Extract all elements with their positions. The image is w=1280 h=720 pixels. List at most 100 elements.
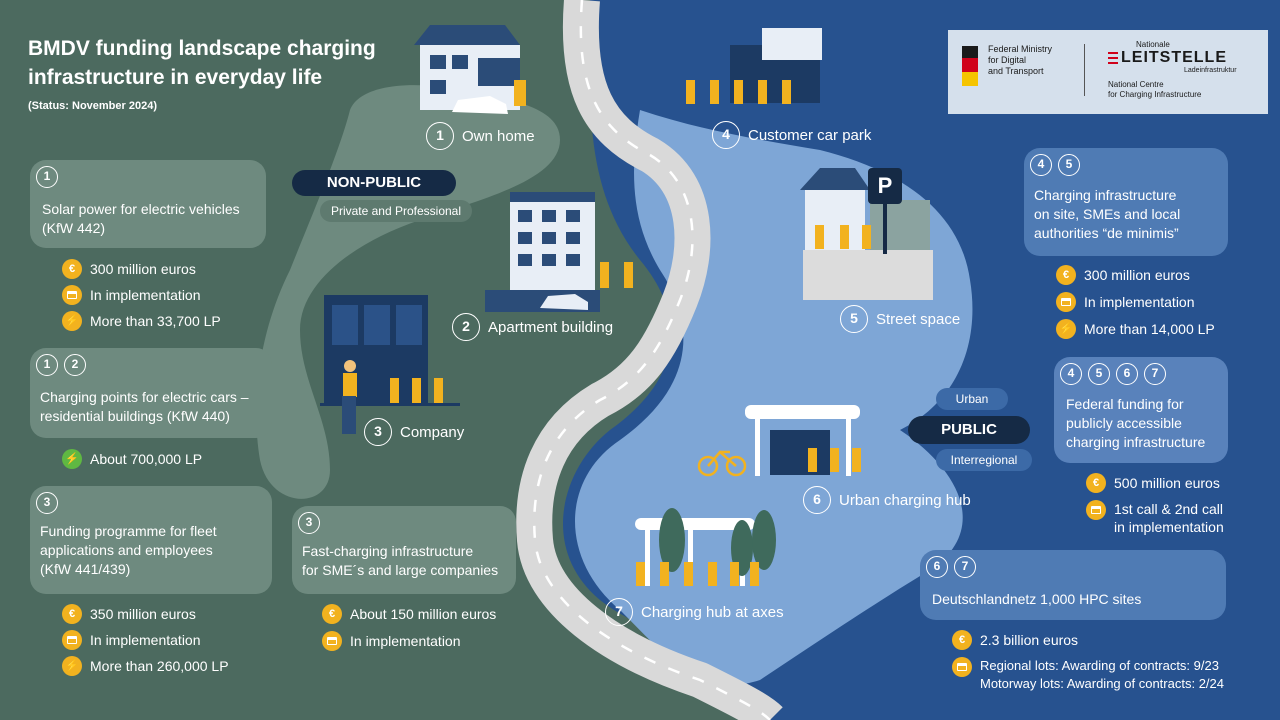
fact-text: About 150 million euros <box>350 606 497 622</box>
fact-funding: €500 million euros <box>1086 473 1220 493</box>
programme-card-on-site: 4 5 Charging infrastructure on site, SME… <box>1024 148 1228 256</box>
programme-line: Charging points for electric cars – <box>40 389 249 405</box>
logo-centre-line: for Charging Infrastructure <box>1108 90 1202 99</box>
programme-line: for SME´s and large companies <box>302 562 499 578</box>
fact-text: In implementation <box>350 633 461 649</box>
fact-charging-points: ⚡About 700,000 LP <box>62 449 202 469</box>
location-label: Customer car park <box>748 126 872 144</box>
ministry-line: Federal Ministry <box>988 44 1053 54</box>
euro-icon: € <box>62 259 82 279</box>
fact-funding: €300 million euros <box>62 259 196 279</box>
fact-text: 2.3 billion euros <box>980 632 1079 648</box>
fact-text: 350 million euros <box>90 606 196 622</box>
urban-hub-illustration <box>697 405 861 477</box>
fact-text: 1st call & 2nd call <box>1114 501 1223 517</box>
programme-line: Federal funding for <box>1066 396 1184 412</box>
location-number: 6 <box>1116 363 1138 385</box>
location-number: 3 <box>36 492 58 514</box>
location-number: 1 <box>426 122 454 150</box>
location-number: 2 <box>452 313 480 341</box>
fact-status: In implementation <box>62 630 201 650</box>
location-label: Apartment building <box>488 318 614 336</box>
logo-centre-line: National Centre <box>1108 80 1164 89</box>
road-markings <box>533 0 771 720</box>
location-company: 3 Company <box>364 418 464 446</box>
parking-sign-icon: P <box>877 173 893 198</box>
location-number: 5 <box>1088 363 1110 385</box>
fact-text: 500 million euros <box>1114 475 1220 491</box>
logo-ladeinfra: Ladeinfrastruktur <box>1184 67 1237 74</box>
fact-text: in implementation <box>1114 519 1224 535</box>
euro-icon: € <box>1086 473 1106 493</box>
fact-text: More than 260,000 LP <box>90 658 229 674</box>
location-label: Urban charging hub <box>839 491 971 509</box>
location-label: Company <box>400 423 465 441</box>
location-label: Own home <box>462 127 535 145</box>
programme-line: (KfW 441/439) <box>40 561 131 577</box>
calendar-icon <box>1086 500 1106 520</box>
logo-divider <box>1084 44 1085 96</box>
street-space-illustration <box>800 168 933 300</box>
location-number: 3 <box>364 418 392 446</box>
programme-card-solar: 1 Solar power for electric vehicles (KfW… <box>30 160 266 248</box>
location-street-space: 5 Street space <box>840 305 960 333</box>
lightning-icon: ⚡ <box>62 656 82 676</box>
location-number: 7 <box>605 598 633 626</box>
programme-line: residential buildings (KfW 440) <box>40 408 230 424</box>
location-number: 4 <box>712 121 740 149</box>
leitstelle-icon <box>1108 52 1118 64</box>
location-number: 6 <box>803 486 831 514</box>
location-number: 1 <box>36 354 58 376</box>
calendar-icon <box>952 657 972 677</box>
company-illustration <box>320 295 460 434</box>
logo-nationale: Nationale <box>1136 40 1170 49</box>
location-number: 2 <box>64 354 86 376</box>
programme-card-federal: 4 5 6 7 Federal funding for publicly acc… <box>1054 357 1228 463</box>
location-number: 4 <box>1060 363 1082 385</box>
euro-icon: € <box>1056 265 1076 285</box>
fact-status: Regional lots: Awarding of contracts: 9/… <box>952 657 1224 693</box>
fact-charging-points: ⚡ More than 260,000 LP <box>62 656 229 676</box>
location-urban-charging-hub: 6 Urban charging hub <box>803 486 971 514</box>
programme-line: authorities “de minimis” <box>1034 225 1179 241</box>
location-number: 5 <box>840 305 868 333</box>
customer-car-park-illustration <box>686 28 822 104</box>
fact-funding: €300 million euros <box>1056 265 1190 285</box>
location-number: 4 <box>1030 154 1052 176</box>
programme-line: Funding programme for fleet <box>40 523 217 539</box>
location-apartment-building: 2 Apartment building <box>452 313 613 341</box>
location-charging-hub-at-axes: 7 Charging hub at axes <box>605 598 784 626</box>
location-number: 7 <box>954 556 976 578</box>
status-note: (Status: November 2024) <box>28 100 157 112</box>
lightning-icon: ⚡ <box>62 311 82 331</box>
fact-text: More than 33,700 LP <box>90 313 221 329</box>
euro-icon: € <box>322 604 342 624</box>
fact-charging-points: ⚡More than 14,000 LP <box>1056 319 1215 339</box>
fact-text: In implementation <box>90 632 201 648</box>
fact-text: 300 million euros <box>1084 267 1190 283</box>
programme-line: Charging infrastructure <box>1034 187 1177 203</box>
calendar-icon <box>322 631 342 651</box>
programme-card-residential: 1 2 Charging points for electric cars – … <box>30 348 272 438</box>
euro-icon: € <box>62 604 82 624</box>
fact-funding: € About 150 million euros <box>322 604 496 624</box>
programme-card-fast-charging: 3 Fast-charging infrastructure for SME´s… <box>292 506 516 594</box>
location-number: 1 <box>36 166 58 188</box>
fact-text: Motorway lots: Awarding of contracts: 2/… <box>980 676 1224 691</box>
programme-line: applications and employees <box>40 542 213 558</box>
urban-label: Urban <box>936 388 1008 410</box>
programme-line: publicly accessible <box>1066 415 1182 431</box>
interregional-label: Interregional <box>936 449 1032 471</box>
fact-funding: €350 million euros <box>62 604 196 624</box>
logo-leitstelle: LEITSTELLE <box>1121 49 1227 66</box>
fact-funding: €2.3 billion euros <box>952 630 1078 650</box>
location-label: Charging hub at axes <box>641 603 784 621</box>
programme-line: Solar power for electric vehicles <box>42 201 240 217</box>
programme-line: on site, SMEs and local <box>1034 206 1181 222</box>
location-number: 3 <box>298 512 320 534</box>
axes-hub-illustration <box>635 508 776 586</box>
logo-panel: Federal Ministry for Digital and Transpo… <box>948 30 1268 114</box>
public-label: PUBLIC <box>908 416 1030 444</box>
eagle-icon <box>962 46 978 86</box>
programme-line: Fast-charging infrastructure <box>302 543 474 559</box>
